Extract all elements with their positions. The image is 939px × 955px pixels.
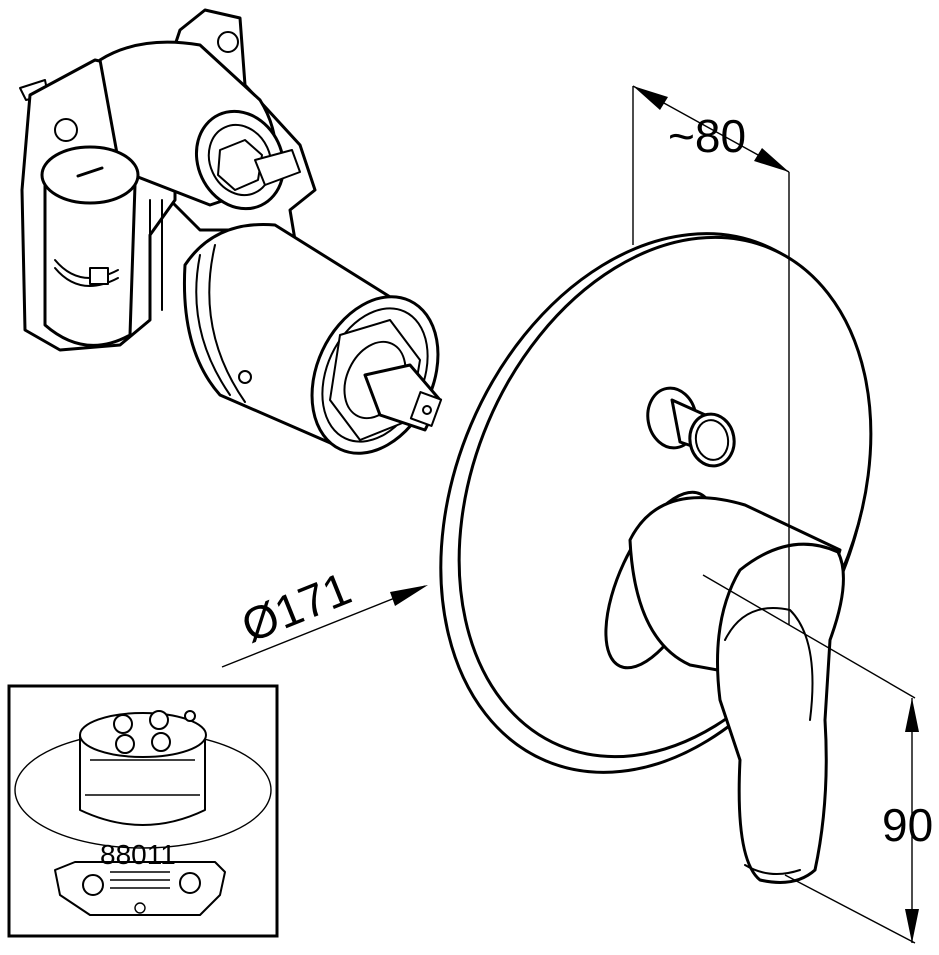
article-number-label: 88011 — [100, 839, 176, 870]
rough-in-set-inset — [7, 684, 279, 938]
depth-dimension-label: ~80 — [668, 110, 746, 162]
dimension-lines — [221, 85, 919, 944]
valve-body-icon — [19, 8, 443, 455]
lever-handle-icon — [604, 490, 845, 884]
diameter-dimension-label: Ø171 — [234, 562, 358, 652]
cover-plate-icon — [439, 232, 873, 774]
diverter-knob-icon — [646, 386, 736, 468]
height-dimension-label: 90 — [882, 799, 933, 851]
